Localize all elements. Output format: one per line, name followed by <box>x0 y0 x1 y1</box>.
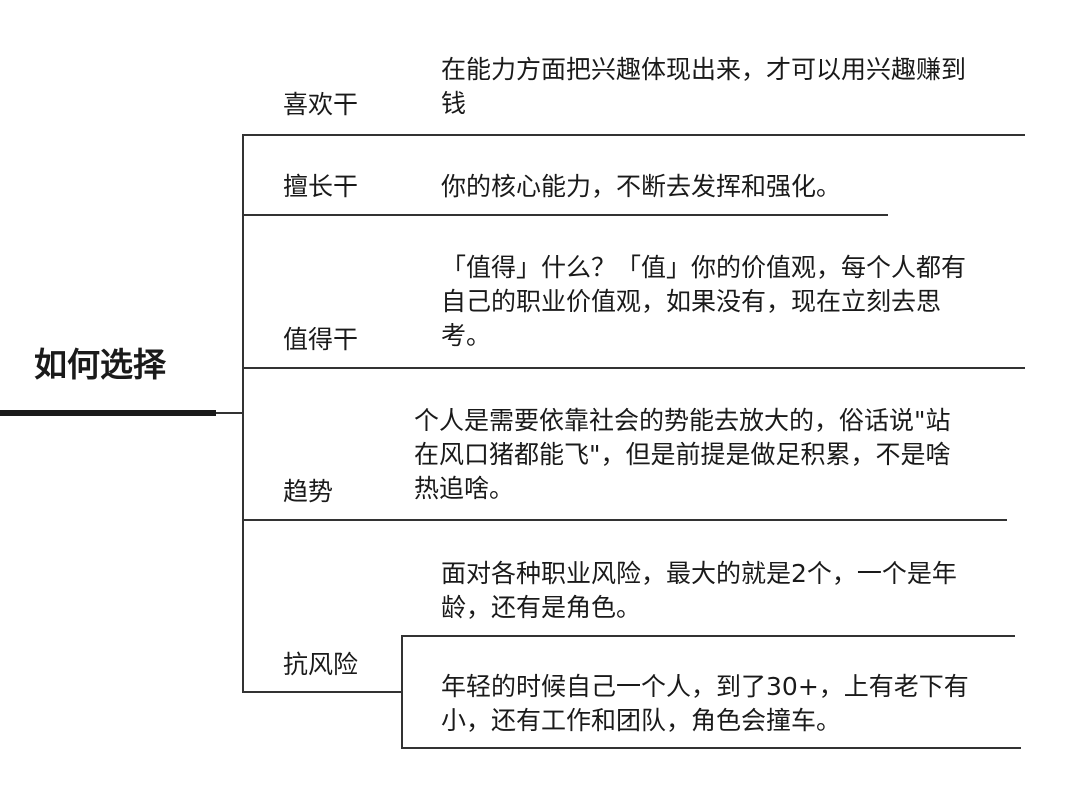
branch-underline-2 <box>242 214 888 216</box>
note-line: 年轻的时候自己一个人，到了30+，上有老下有 <box>441 672 969 701</box>
branch-label[interactable]: 喜欢干 <box>283 90 359 119</box>
branch-label[interactable]: 抗风险 <box>283 650 359 679</box>
note-underline-5a <box>401 635 1015 637</box>
branch-label[interactable]: 擅长干 <box>283 172 359 201</box>
branch-underline-5 <box>242 691 403 693</box>
branch-note: 个人是需要依靠社会的势能去放大的，俗话说"站 在风口猪都能飞"，但是前提是做足积… <box>414 404 951 506</box>
branch-note: 面对各种职业风险，最大的就是2个，一个是年 龄，还有是角色。 <box>441 557 957 625</box>
note-line: 你的核心能力，不断去发挥和强化。 <box>441 172 842 201</box>
branch-note: 「值得」什么？「值」你的价值观，每个人都有 自己的职业价值观，如果没有，现在立刻… <box>441 251 966 353</box>
branch-underline-3 <box>242 367 1025 369</box>
note-line: 在风口猪都能飞"，但是前提是做足积累，不是啥 <box>414 440 951 469</box>
branch-note: 你的核心能力，不断去发挥和强化。 <box>441 170 841 204</box>
note-line: 「值得」什么？「值」你的价值观，每个人都有 <box>441 253 967 282</box>
root-underline <box>0 410 216 416</box>
note-underline-5b <box>401 747 1021 749</box>
note-line: 在能力方面把兴趣体现出来，才可以用兴趣赚到 <box>441 55 967 84</box>
note-line: 考。 <box>441 321 492 350</box>
note-line: 小，还有工作和团队，角色会撞车。 <box>441 706 842 735</box>
branch-note: 年轻的时候自己一个人，到了30+，上有老下有 小，还有工作和团队，角色会撞车。 <box>441 670 969 738</box>
root-node[interactable]: 如何选择 <box>34 345 166 384</box>
note-line: 个人是需要依靠社会的势能去放大的，俗话说"站 <box>414 406 951 435</box>
note-line: 面对各种职业风险，最大的就是2个，一个是年 <box>441 559 957 588</box>
branch-label[interactable]: 趋势 <box>283 477 334 506</box>
branch-note: 在能力方面把兴趣体现出来，才可以用兴趣赚到 钱 <box>441 53 966 121</box>
root-connector <box>216 412 243 414</box>
note-line: 自己的职业价值观，如果没有，现在立刻去思 <box>441 287 942 316</box>
branch-underline-4 <box>242 519 1007 521</box>
note-line: 热追啥。 <box>414 474 515 503</box>
sub-trunk <box>401 635 403 749</box>
note-line: 钱 <box>441 89 467 118</box>
note-line: 龄，还有是角色。 <box>441 593 642 622</box>
branch-trunk <box>242 134 244 693</box>
branch-label[interactable]: 值得干 <box>283 325 359 354</box>
branch-underline-1 <box>242 134 1025 136</box>
